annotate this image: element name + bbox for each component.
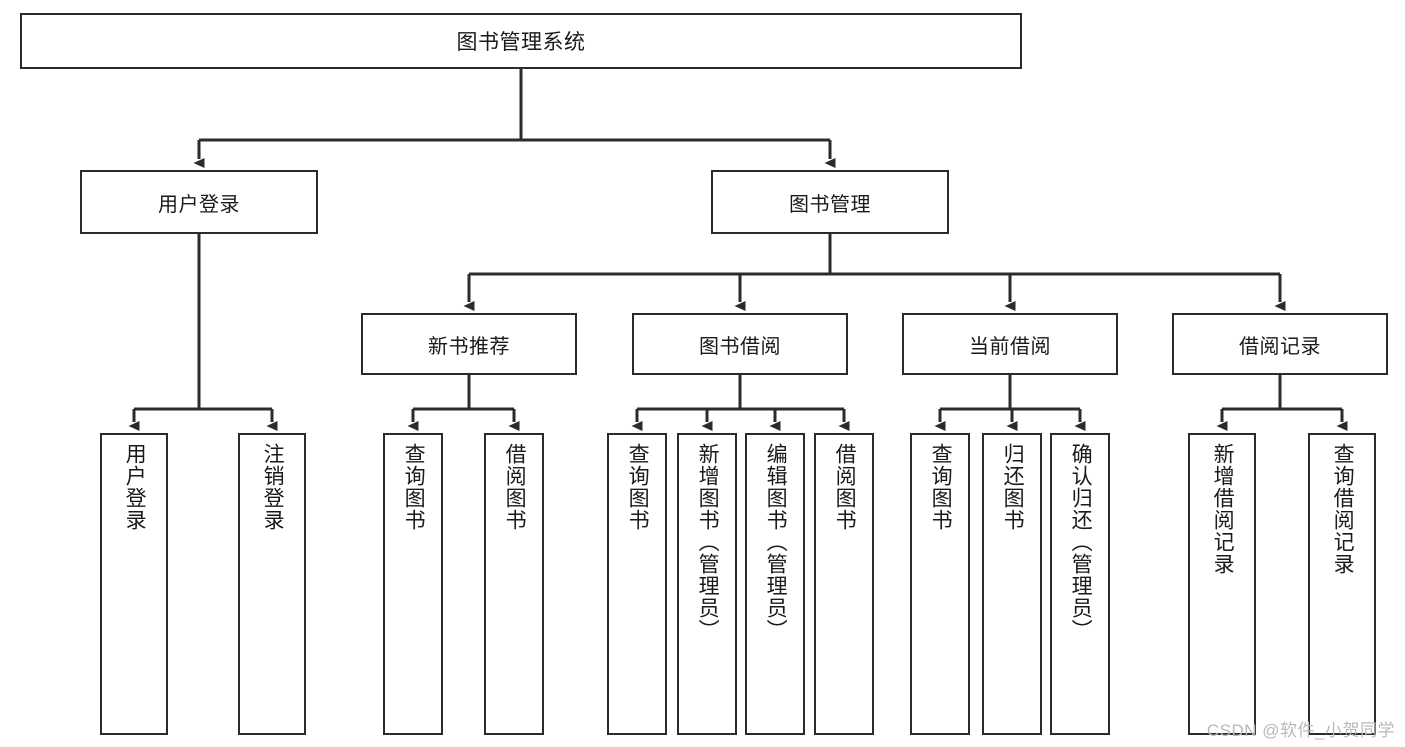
leaf-node-12[interactable]: 查询借阅记录	[1308, 433, 1376, 735]
leaf-node-9[interactable]: 归还图书	[982, 433, 1042, 735]
leaf-node-6[interactable]: 编辑图书（管理员）	[745, 433, 805, 735]
leaf-node-10[interactable]: 确认归还（管理员）	[1050, 433, 1110, 735]
leaf-node-7-label: 借阅图书	[833, 443, 857, 531]
leaf-node-10-label: 确认归还（管理员）	[1069, 443, 1093, 641]
leaf-node-5[interactable]: 新增图书（管理员）	[677, 433, 737, 735]
leaf-node-9-label: 归还图书	[1001, 443, 1025, 531]
leaf-node-8-label: 查询图书	[929, 443, 953, 531]
level2-node-2-label: 当前借阅	[969, 335, 1051, 358]
leaf-node-11-label: 新增借阅记录	[1211, 443, 1235, 575]
leaf-node-1[interactable]: 注销登录	[238, 433, 306, 735]
root-node-book-management-system[interactable]: 图书管理系统	[20, 13, 1022, 69]
leaf-node-7[interactable]: 借阅图书	[814, 433, 874, 735]
leaf-node-6-label: 编辑图书（管理员）	[764, 443, 788, 641]
leaf-node-1-label: 注销登录	[261, 443, 285, 531]
leaf-node-2-label: 查询图书	[402, 443, 426, 531]
leaf-node-0-label: 用户登录	[123, 443, 147, 531]
level2-node-2[interactable]: 当前借阅	[902, 313, 1118, 375]
leaf-node-12-label: 查询借阅记录	[1331, 443, 1355, 575]
level2-node-0-label: 新书推荐	[428, 335, 510, 358]
leaf-node-5-label: 新增图书（管理员）	[696, 443, 720, 641]
level2-node-1[interactable]: 图书借阅	[632, 313, 848, 375]
level1-node-1-label: 图书管理	[789, 193, 871, 216]
level2-node-3[interactable]: 借阅记录	[1172, 313, 1388, 375]
leaf-node-3-label: 借阅图书	[503, 443, 527, 531]
level1-node-0[interactable]: 用户登录	[80, 170, 318, 234]
level2-node-1-label: 图书借阅	[699, 335, 781, 358]
leaf-node-4[interactable]: 查询图书	[607, 433, 667, 735]
leaf-node-2[interactable]: 查询图书	[383, 433, 443, 735]
watermark-text: CSDN @软件_小贺同学	[1206, 721, 1395, 740]
leaf-node-11[interactable]: 新增借阅记录	[1188, 433, 1256, 735]
leaf-node-4-label: 查询图书	[626, 443, 650, 531]
leaf-node-3[interactable]: 借阅图书	[484, 433, 544, 735]
level2-node-0[interactable]: 新书推荐	[361, 313, 577, 375]
leaf-node-0[interactable]: 用户登录	[100, 433, 168, 735]
root-node-book-management-system-label: 图书管理系统	[456, 31, 586, 54]
level1-node-1[interactable]: 图书管理	[711, 170, 949, 234]
leaf-node-8[interactable]: 查询图书	[910, 433, 970, 735]
level1-node-0-label: 用户登录	[158, 193, 240, 216]
level2-node-3-label: 借阅记录	[1239, 335, 1321, 358]
